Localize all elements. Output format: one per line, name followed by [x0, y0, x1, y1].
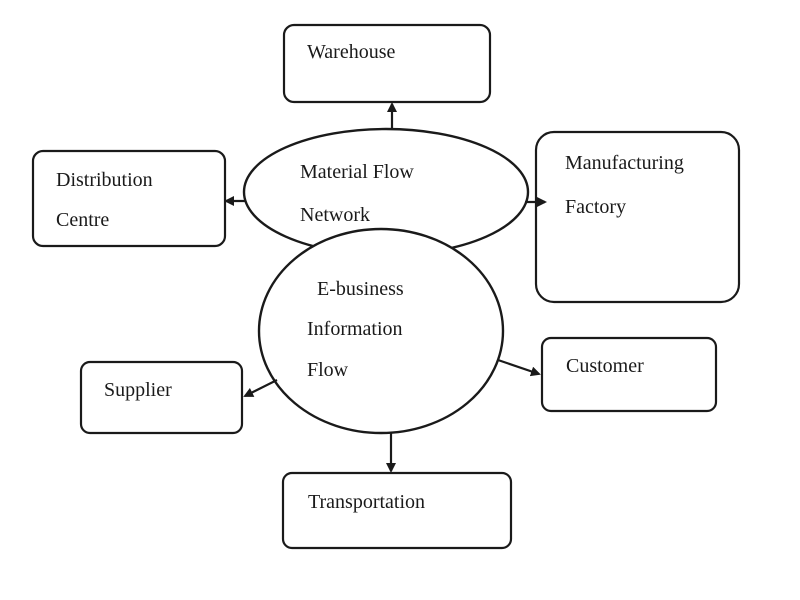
distribution-centre-box — [31, 149, 227, 248]
ebusiness-information-flow-label-line2: Information — [307, 318, 403, 340]
customer-label: Customer — [566, 355, 644, 377]
material-flow-network-label-line1: Material Flow — [300, 161, 414, 183]
ebusiness-information-flow-ellipse — [257, 227, 505, 435]
transportation-label: Transportation — [308, 491, 425, 513]
material-flow-network-label-line2: Network — [300, 204, 370, 226]
supplier-box — [79, 360, 244, 435]
transportation-node: Transportation — [281, 471, 513, 550]
warehouse-label: Warehouse — [307, 41, 395, 63]
manufacturing-factory-box — [534, 130, 741, 304]
manufacturing-factory-label-line2: Factory — [565, 196, 626, 218]
warehouse-box — [282, 23, 492, 104]
arrow-to-supplier — [243, 379, 278, 397]
distribution-centre-label-line2: Centre — [56, 209, 109, 231]
manufacturing-factory-label-line1: Manufacturing — [565, 152, 684, 174]
supplier-label: Supplier — [104, 379, 172, 401]
distribution-centre-node: Distribution Centre — [31, 149, 227, 248]
supplier-node: Supplier — [79, 360, 244, 435]
distribution-centre-label-line1: Distribution — [56, 169, 153, 191]
customer-node: Customer — [540, 336, 718, 413]
customer-box — [540, 336, 718, 413]
warehouse-node: Warehouse — [282, 23, 492, 104]
arrow-to-customer — [497, 358, 541, 377]
ebusiness-information-flow-label-line1: E-business — [317, 278, 404, 300]
manufacturing-factory-node: Manufacturing Factory — [534, 130, 741, 304]
ebusiness-information-flow-label-line3: Flow — [307, 359, 349, 381]
transportation-box — [281, 471, 513, 550]
ebusiness-information-flow-node — [257, 227, 505, 435]
